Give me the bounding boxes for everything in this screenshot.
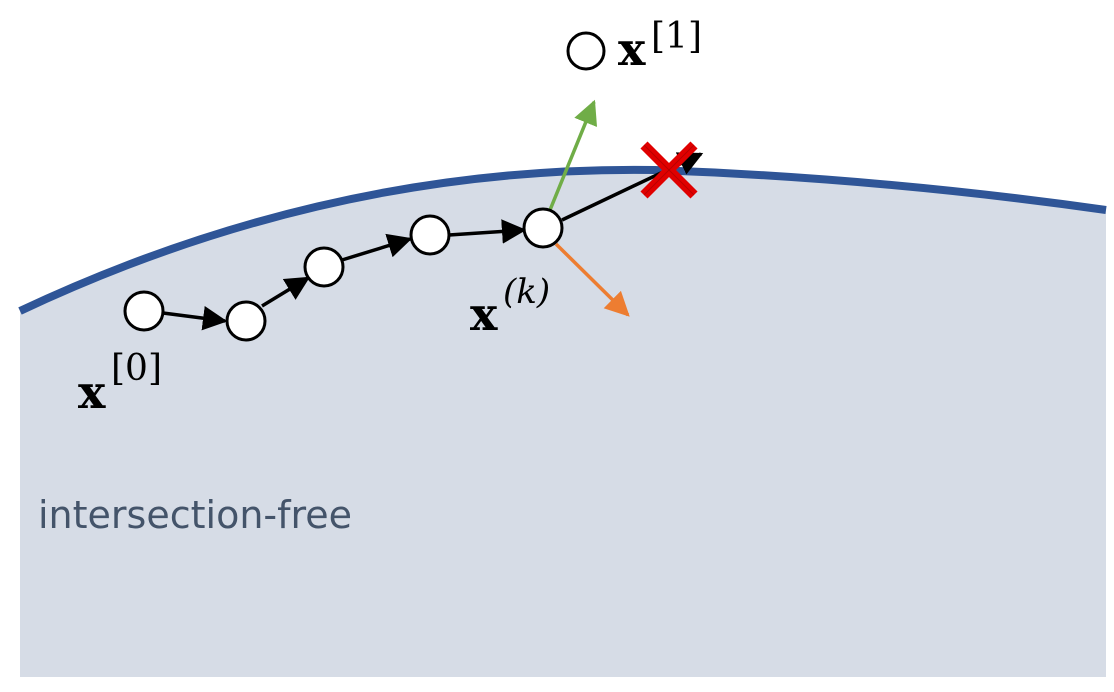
svg-text:(k): (k) xyxy=(503,272,550,312)
svg-text:x: x xyxy=(470,287,498,341)
outward-direction-arrow xyxy=(548,99,598,211)
region-label: intersection-free xyxy=(38,493,352,537)
svg-text:[1]: [1] xyxy=(651,16,702,57)
label-x-superscript-1: x [1] xyxy=(618,16,702,76)
iterate-node-0 xyxy=(123,290,165,332)
iterate-node-1 xyxy=(225,300,267,342)
cross-mark-icon xyxy=(640,141,698,199)
svg-text:x: x xyxy=(78,365,106,419)
iterate-node-3 xyxy=(409,214,451,256)
label-x-superscript-k: x (k) xyxy=(470,272,550,341)
path-segment-2 xyxy=(261,276,311,308)
iterate-node-k xyxy=(522,207,564,249)
path-segment-3 xyxy=(341,233,413,262)
svg-text:x: x xyxy=(618,22,646,76)
path-segment-1 xyxy=(162,306,228,331)
region-boundary xyxy=(18,165,1107,315)
label-x-superscript-0: x [0] xyxy=(78,348,162,419)
iterate-node-2 xyxy=(303,246,345,288)
inward-direction-arrow xyxy=(554,242,630,317)
svg-text:[0]: [0] xyxy=(111,348,162,389)
path-segment-4 xyxy=(448,219,527,244)
open-circle-icon xyxy=(566,31,606,71)
